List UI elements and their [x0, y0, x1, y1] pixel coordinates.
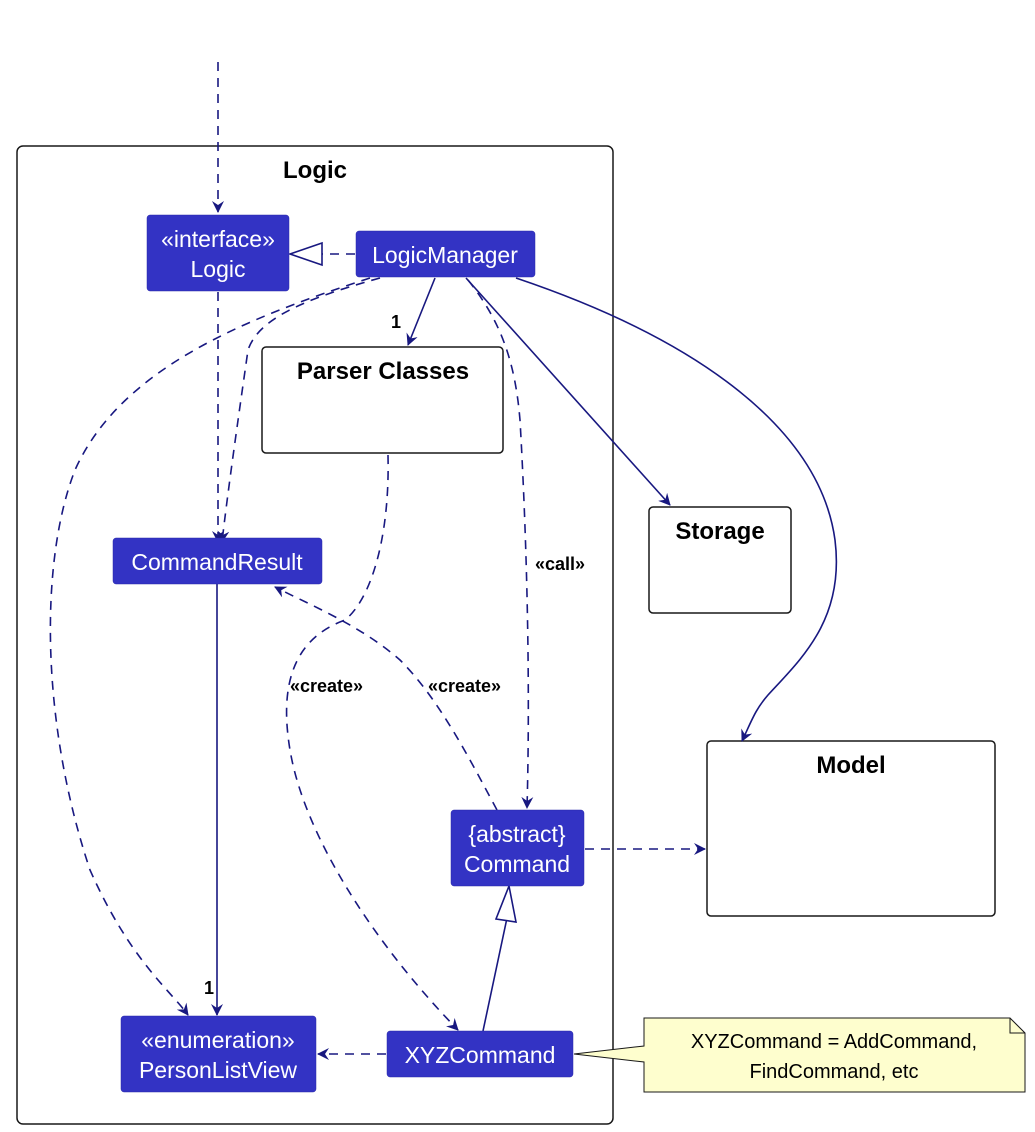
create-label-command: «create» [428, 676, 501, 696]
edge-logicmanager-to-parser [406, 277, 436, 346]
edge-logicmanager-to-commandresult [217, 277, 381, 543]
edge-generalization-xyzcommand-command [482, 917, 508, 1032]
edge-parser-create-xyzcommand [285, 454, 459, 1031]
class-personlistview[interactable]: «enumeration» PersonListView [120, 1015, 317, 1093]
parser-classes-box[interactable] [261, 346, 504, 454]
storage-box[interactable] [648, 506, 792, 614]
parser-multiplicity-label: 1 [391, 312, 401, 332]
note-xyzcommand: XYZCommand = AddCommand, FindCommand, et… [573, 1017, 1026, 1093]
logic-package-title: Logic [283, 157, 347, 184]
parser-classes-title: Parser Classes [297, 358, 469, 385]
generalization-arrowhead [494, 883, 518, 923]
edge-call-command [467, 279, 534, 809]
call-label: «call» [535, 554, 585, 574]
xyzcommand-name: XYZCommand [405, 1042, 556, 1068]
logicmanager-name: LogicManager [372, 242, 518, 268]
create-label-parser: «create» [290, 676, 363, 696]
edge-logicmanager-to-storage [465, 277, 671, 506]
personlistview-stereotype: «enumeration» [141, 1027, 294, 1053]
edge-command-create-commandresult [274, 586, 498, 811]
class-xyzcommand[interactable]: XYZCommand [386, 1030, 574, 1078]
logic-stereotype: «interface» [161, 226, 275, 252]
edge-logicmanager-to-personlistview [49, 277, 371, 1016]
realization-arrowhead [287, 241, 323, 267]
logic-name: Logic [191, 256, 246, 282]
commandresult-name: CommandResult [131, 549, 303, 575]
personlistview-name: PersonListView [139, 1057, 297, 1083]
command-name: Command [464, 851, 570, 877]
note-line-2: FindCommand, etc [750, 1061, 919, 1083]
personlistview-multiplicity-label: 1 [204, 978, 214, 998]
class-logic[interactable]: «interface» Logic [146, 214, 290, 292]
class-command[interactable]: {abstract} Command [450, 809, 585, 887]
model-box[interactable] [706, 740, 996, 917]
logic-package [16, 145, 614, 1125]
note-line-1: XYZCommand = AddCommand, [691, 1031, 977, 1053]
storage-title: Storage [675, 518, 764, 545]
class-logicmanager[interactable]: LogicManager [355, 230, 536, 278]
edge-logicmanager-to-model [515, 277, 838, 742]
model-title: Model [816, 752, 885, 779]
class-commandresult[interactable]: CommandResult [112, 537, 323, 585]
command-stereotype: {abstract} [468, 821, 565, 847]
